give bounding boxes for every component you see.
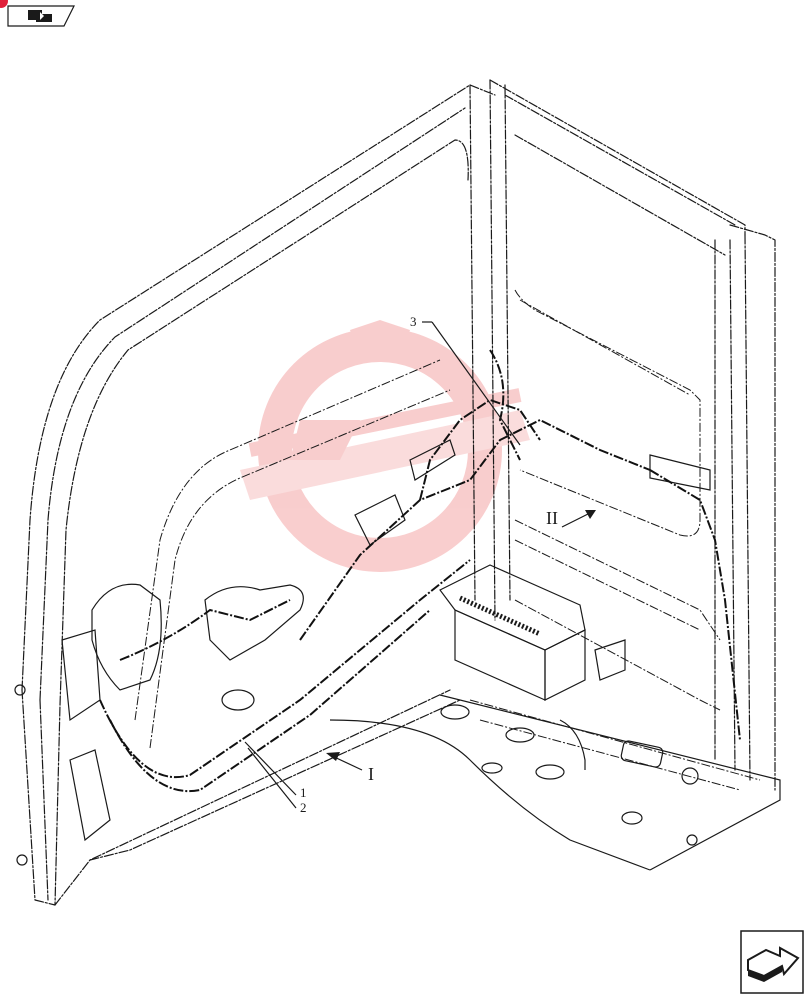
- callout-2: 2: [300, 800, 307, 815]
- view-marker-ii: II: [546, 508, 558, 528]
- view-arrow-i: [326, 752, 363, 771]
- view-arrow-ii: [561, 510, 596, 528]
- gear-logo-watermark: [240, 320, 530, 572]
- leader-lines: [244, 321, 521, 809]
- wiring-harness: [99, 349, 741, 793]
- callout-1: 1: [300, 785, 307, 800]
- callout-3: 3: [410, 314, 417, 329]
- page-back-icon[interactable]: [6, 4, 76, 28]
- next-page-icon[interactable]: [740, 930, 804, 994]
- control-box: [439, 454, 711, 701]
- cab-frame: [21, 79, 781, 906]
- view-marker-i: I: [368, 764, 374, 784]
- corner-dot: [0, 0, 8, 8]
- console-assembly: [14, 439, 456, 866]
